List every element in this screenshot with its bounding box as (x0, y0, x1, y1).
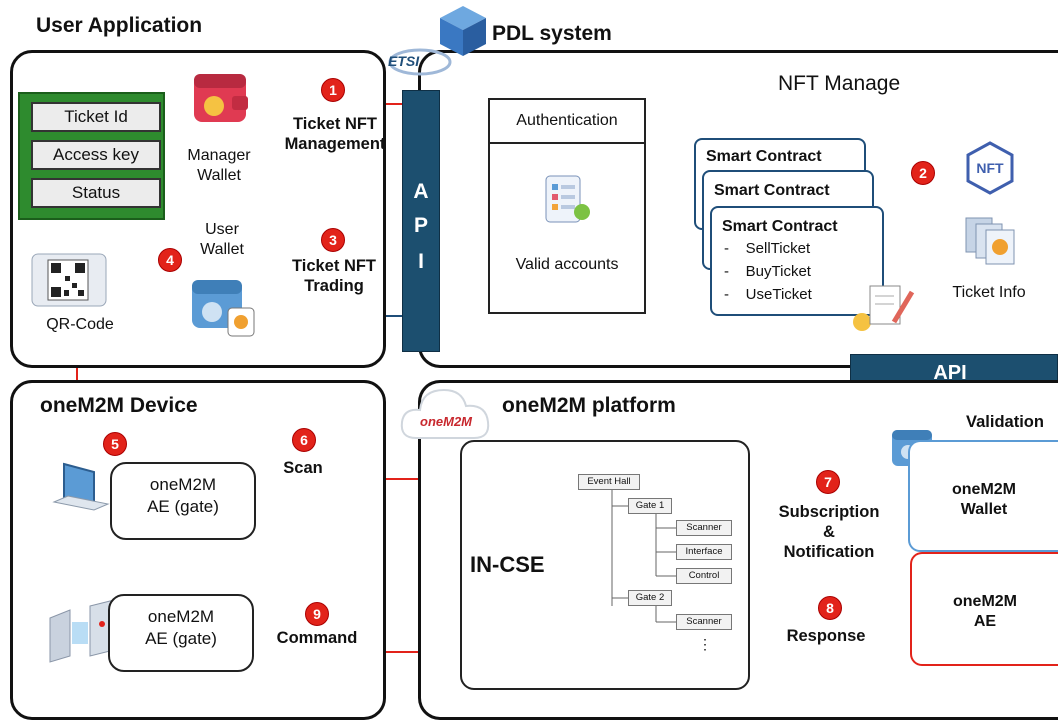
authentication-title: Authentication (516, 112, 618, 129)
gate-turnstile-icon (44, 599, 126, 664)
step-7-label: Subscription & Notification (778, 503, 880, 561)
qr-code-label: QR-Code (46, 316, 114, 333)
checklist-icon (538, 172, 596, 230)
api-letter-p: P (413, 214, 428, 237)
access-key-field: Access key (31, 140, 161, 170)
smart-contract-title-3: Smart Contract (722, 218, 838, 235)
ticket-id-field: Ticket Id (31, 102, 161, 132)
step-8-badge: 8 (818, 596, 842, 620)
api-letter-i: I (418, 250, 424, 273)
onem2m-ae-gate-1: oneM2M AE (gate) (110, 462, 256, 540)
ticket-info-label: Ticket Info (952, 284, 1026, 301)
tree-node-gate-1: Gate 1 (628, 498, 672, 514)
onem2m-ae-box: oneM2M AE (910, 552, 1058, 666)
api-horizontal-label: API (933, 362, 967, 384)
step-9-label: Command (276, 629, 358, 647)
step-4-badge: 4 (158, 248, 182, 272)
step-5-badge: 5 (103, 432, 127, 456)
smart-contract-title-1: Smart Contract (706, 148, 822, 165)
onem2m-logo-text: oneM2M (420, 414, 473, 429)
tree-node-interface: Interface (676, 544, 732, 560)
step-2-badge: 2 (911, 161, 935, 185)
step-3-label: Ticket NFT Trading (291, 257, 377, 295)
laptop-icon (50, 462, 112, 520)
tree-node-scanner-2: Scanner (676, 614, 732, 630)
tree-node-control: Control (676, 568, 732, 584)
onem2m-platform-title: oneM2M platform (502, 394, 676, 417)
authentication-title-row (488, 98, 646, 144)
api-letter-a: A (413, 180, 429, 203)
onem2m-wallet-box: oneM2M Wallet (908, 440, 1058, 552)
status-field: Status (31, 178, 161, 208)
tree-node-event-hall: Event Hall (578, 474, 640, 490)
authentication-caption: Valid accounts (515, 256, 619, 273)
user-application-title: User Application (36, 14, 203, 37)
ticket-info-icon (962, 214, 1020, 266)
manager-wallet-label: Manager Wallet (187, 147, 251, 184)
tree-node-gate-2: Gate 2 (628, 590, 672, 606)
user-wallet-label: User Wallet (200, 221, 244, 258)
buy-ticket-item: - BuyTicket (724, 263, 811, 280)
user-wallet-icon (188, 270, 260, 342)
smart-contract-title-2: Smart Contract (714, 182, 830, 199)
etsi-logo-text: ETSI (388, 53, 420, 69)
onem2m-cloud-logo: oneM2M (396, 376, 500, 456)
step-1-badge: 1 (321, 78, 345, 102)
nft-logo-text: NFT (976, 160, 1004, 176)
manager-wallet-icon (190, 64, 252, 130)
tree-node-scanner-1: Scanner (676, 520, 732, 536)
step-9-badge: 9 (305, 602, 329, 626)
use-ticket-item: - UseTicket (724, 286, 812, 303)
qr-code-icon (30, 250, 108, 310)
onem2m-device-title: oneM2M Device (40, 394, 198, 417)
api-vertical-bar (402, 90, 440, 352)
tree-ellipsis: ⋮ (698, 636, 712, 652)
step-8-label: Response (786, 627, 866, 645)
etsi-logo: ETSI (384, 44, 454, 78)
onem2m-ae-gate-2: oneM2M AE (gate) (108, 594, 254, 672)
pdl-system-title: PDL system (492, 22, 612, 45)
step-6-label: Scan (283, 459, 323, 477)
pdl-system-icon (436, 4, 490, 60)
step-7-badge: 7 (816, 470, 840, 494)
step-1-label: Ticket NFT Management (284, 115, 386, 153)
in-cse-label: IN-CSE (470, 552, 545, 577)
nft-manage-title: NFT Manage (778, 72, 901, 95)
contract-document-icon (848, 282, 918, 334)
sell-ticket-item: - SellTicket (724, 240, 811, 257)
step-6-badge: 6 (292, 428, 316, 452)
nft-logo-icon: NFT (962, 140, 1018, 196)
validation-label: Validation (966, 413, 1044, 431)
smart-contract-card-3 (710, 206, 884, 316)
step-3-badge: 3 (321, 228, 345, 252)
